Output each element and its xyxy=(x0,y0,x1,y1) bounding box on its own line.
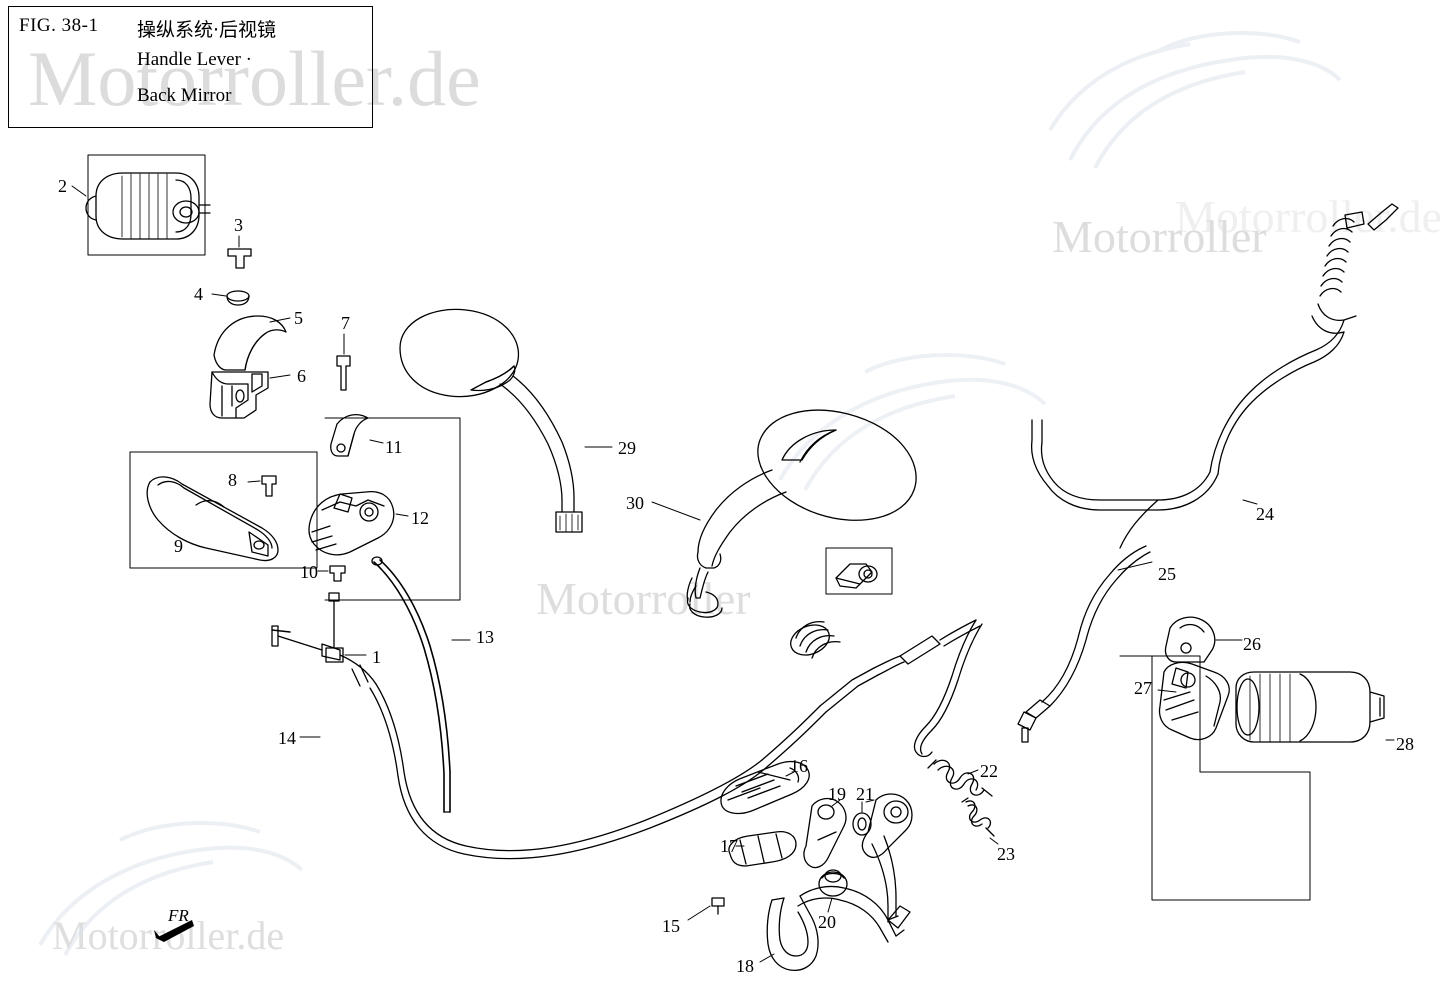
part-13-brake-cable xyxy=(372,557,450,812)
part-14-long-cable xyxy=(272,620,980,859)
group-box-9 xyxy=(130,452,317,568)
part-12-bracket xyxy=(309,492,394,555)
callout-24: 24 xyxy=(1256,504,1274,524)
callout-18: 18 xyxy=(736,956,754,976)
part-18-main-stand xyxy=(767,886,910,970)
part-27-housing xyxy=(1160,662,1230,739)
part-20-bushing xyxy=(819,870,847,896)
callout-30: 30 xyxy=(626,493,644,513)
part-15-small-bolt xyxy=(712,898,724,914)
logo-watermark-bottom-left xyxy=(38,821,304,956)
part-24-cable xyxy=(1032,204,1398,548)
callout-4: 4 xyxy=(194,284,203,304)
part-7-bolt xyxy=(337,356,350,390)
callout-20: 20 xyxy=(818,912,836,932)
part-28-right-grip xyxy=(1236,672,1384,742)
callout-2: 2 xyxy=(58,176,67,196)
part-11-clamp xyxy=(331,415,368,456)
part-10-screw xyxy=(330,566,345,581)
part-22-spring xyxy=(928,760,992,796)
callout-29: 29 xyxy=(618,438,636,458)
callout-19: 19 xyxy=(828,784,846,804)
callout-17: 17 xyxy=(720,836,738,856)
callout-12: 12 xyxy=(411,508,429,528)
part-2-left-grip xyxy=(86,155,210,255)
logo-watermark-center xyxy=(778,353,1047,491)
callout-21: 21 xyxy=(856,784,874,804)
callout-6: 6 xyxy=(297,366,306,386)
watermark-right: Motorroller.de xyxy=(1175,191,1440,242)
title-english-line2: Back Mirror xyxy=(137,85,232,106)
callout-10: 10 xyxy=(300,562,318,582)
title-chinese: 操纵系统·后视镜 xyxy=(137,19,277,41)
cable-loop-detail xyxy=(914,620,982,757)
part-3-screw xyxy=(228,249,251,268)
callout-16: 16 xyxy=(790,756,808,776)
direction-arrow-icon xyxy=(154,920,194,942)
callout-3: 3 xyxy=(234,215,243,235)
plate-detail xyxy=(826,548,892,594)
part-21-washer xyxy=(853,813,871,835)
part-26-clamp xyxy=(1165,617,1214,662)
title-block: FIG. 38-1 操纵系统·后视镜 Handle Lever · Back M… xyxy=(8,6,373,128)
callout-14: 14 xyxy=(278,728,296,748)
callout-23: 23 xyxy=(997,844,1015,864)
title-english-line1: Handle Lever · xyxy=(137,49,252,70)
callout-1: 1 xyxy=(372,647,381,667)
callout-28: 28 xyxy=(1396,734,1414,754)
callout-26: 26 xyxy=(1243,634,1261,654)
part-5-cover xyxy=(214,316,286,370)
callout-25: 25 xyxy=(1158,564,1176,584)
group-box-27 xyxy=(1120,656,1310,900)
callout-22: 22 xyxy=(980,761,998,781)
callout-8: 8 xyxy=(228,470,237,490)
part-16-footrest-pad xyxy=(721,762,809,814)
watermark-mid-right: Motorroller xyxy=(1052,211,1267,262)
part-25-cable xyxy=(1018,546,1150,742)
part-19-link xyxy=(804,799,846,868)
part-8-bolt xyxy=(262,476,276,496)
part-9-brake-lever xyxy=(147,477,278,561)
callout-11: 11 xyxy=(385,437,403,457)
part-17-rubber-block xyxy=(729,832,796,866)
group-box-13 xyxy=(325,418,460,600)
part-4-washer xyxy=(227,291,249,305)
part-29-mirror-left xyxy=(400,309,582,532)
direction-label-fr: FR xyxy=(168,906,189,925)
part-21-arm xyxy=(862,794,912,922)
part-30-mirror-right xyxy=(687,410,916,617)
callout-5: 5 xyxy=(294,308,303,328)
logo-watermark-top-right xyxy=(1048,31,1342,169)
callout-15: 15 xyxy=(662,916,680,936)
callout-13: 13 xyxy=(476,627,494,647)
part-23-spring xyxy=(962,798,994,836)
callout-7: 7 xyxy=(341,313,350,333)
watermark-main: Motorroller.de xyxy=(28,35,481,122)
figure-number: FIG. 38-1 xyxy=(19,15,99,36)
part-6-bracket xyxy=(210,372,268,418)
callout-27: 27 xyxy=(1134,678,1152,698)
callout-9: 9 xyxy=(174,536,183,556)
